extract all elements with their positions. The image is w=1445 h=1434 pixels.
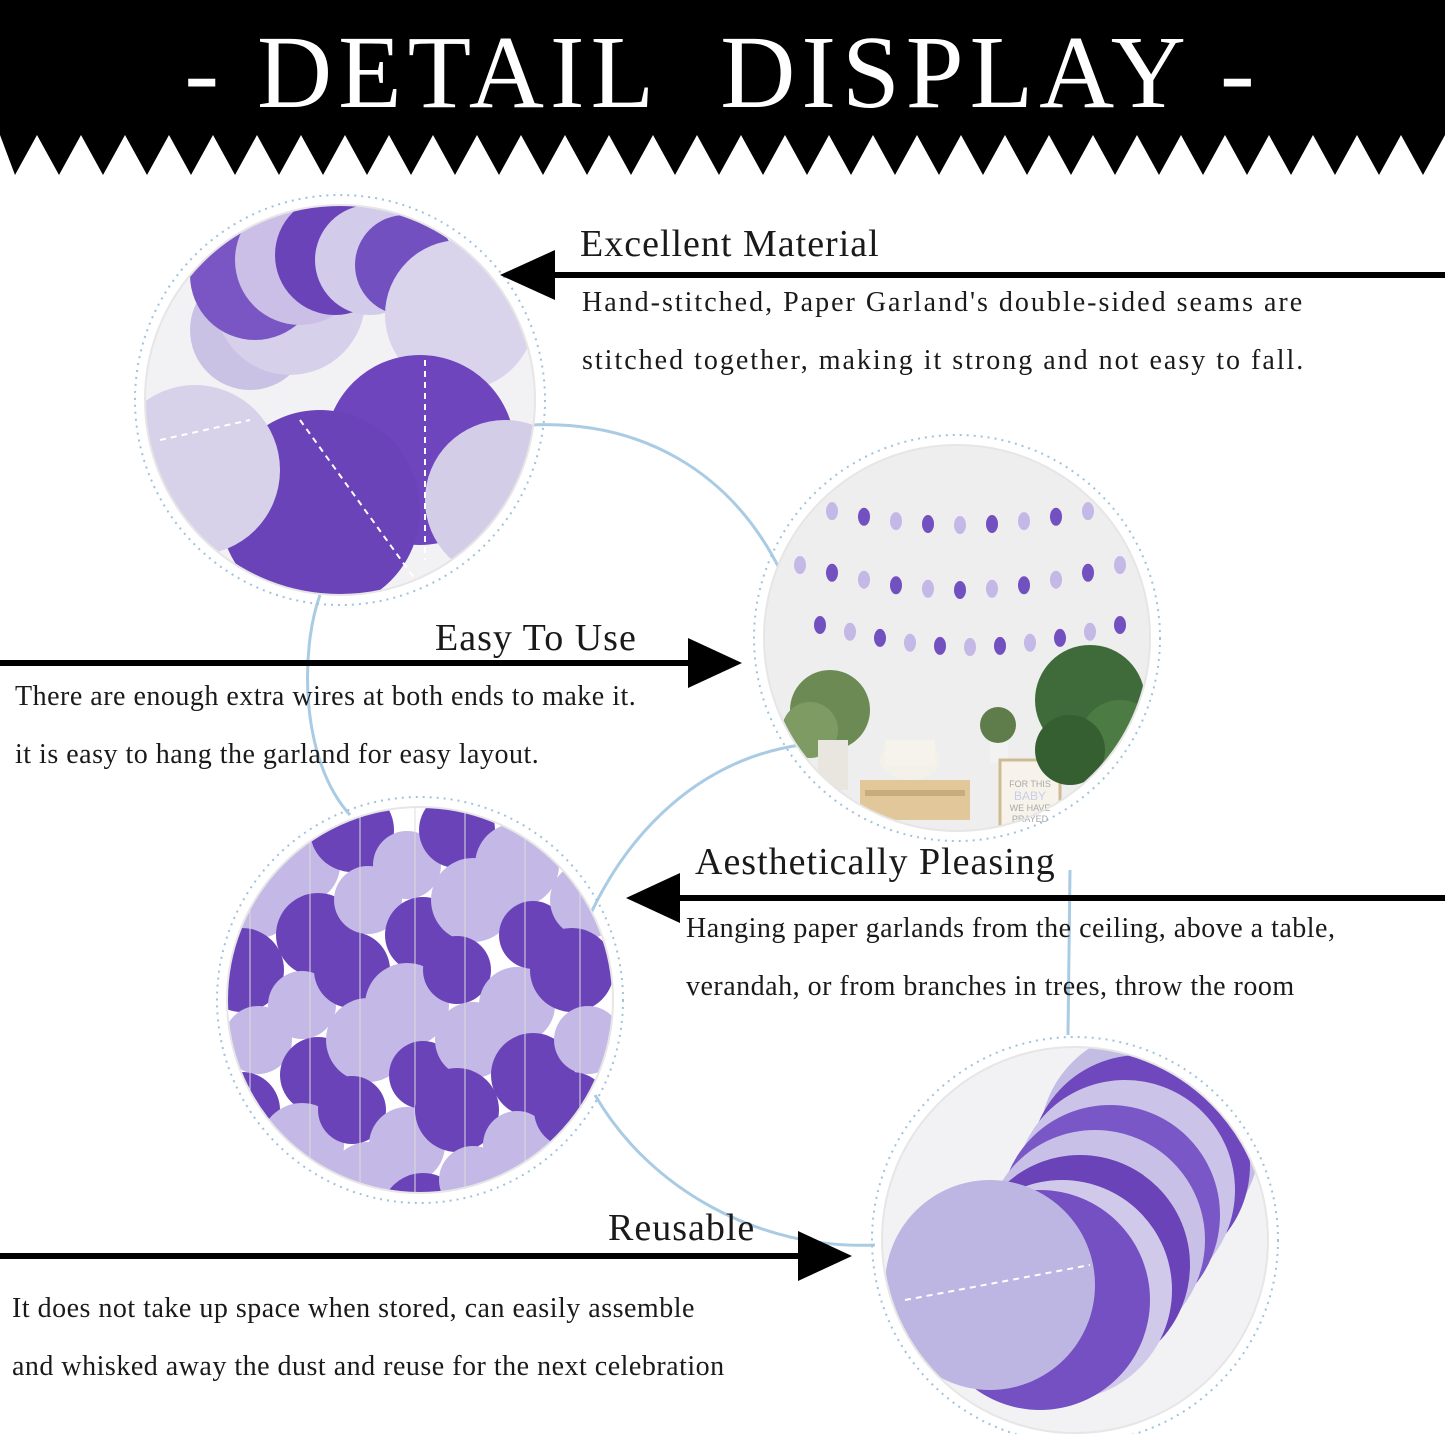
garland-dot [1114,556,1126,574]
garland-dot [994,636,1006,655]
sign-line-4: PRAYED [1012,814,1049,824]
feature-title-excellent-material: Excellent Material [580,223,880,265]
feature-title-easy-to-use: Easy To Use [435,617,637,659]
polka-dot [495,1177,571,1193]
garland-dot [1050,507,1062,526]
garland-dot [890,512,902,531]
sign-line-1: FOR THIS [1009,779,1051,789]
photo-stitched-circles [134,194,546,606]
garland-dot [1082,502,1094,521]
polka-dot [227,1072,280,1148]
arrow-right-icon [798,1231,852,1281]
garland-dot [964,638,976,656]
garland-dot [1084,622,1096,641]
polka-dot [227,1138,300,1193]
polka-dot [530,928,613,1012]
feature-title-aesthetically-pleasing: Aesthetically Pleasing [695,841,1056,883]
polka-dot [318,1076,386,1144]
arrow-aesthetically-pleasing [626,873,1445,923]
garland-dot [904,633,916,652]
polka-dot [227,928,284,1012]
feature-desc-aesthetically-pleasing: Hanging paper garlands from the ceiling,… [686,900,1336,1016]
garland-dot [826,502,838,521]
garland-dot [794,556,806,574]
desc-line: Hand-stitched, Paper Garland's double-si… [582,287,1305,318]
sign-line-2: BABY [1014,789,1046,803]
desc-line: and whisked away the dust and reuse for … [12,1351,725,1382]
garland-dot [1114,496,1126,514]
polka-dot [534,1072,610,1148]
photo-polka-garlands [216,796,624,1204]
garland-dot [858,507,870,526]
feature-desc-excellent-material: Hand-stitched, Paper Garland's double-si… [582,274,1305,390]
feature-title-reusable: Reusable [608,1207,756,1249]
zigzag-banner-background [0,0,1445,175]
garland-dot [826,563,838,582]
polka-dot [284,1181,352,1193]
feature-desc-easy-to-use: There are enough extra wires at both end… [15,668,636,784]
polka-dot [475,823,559,907]
garland-dot [1018,512,1030,531]
garland-dot [858,570,870,589]
garland-dot [1082,563,1094,582]
polka-dot [423,936,491,1004]
garland-dot [794,496,806,514]
garland-dot [1024,633,1036,652]
arrow-excellent-material [500,250,1445,300]
garland-dot [986,579,998,598]
garland-dot [922,579,934,598]
arrow-easy-to-use [0,638,742,688]
polka-dot [550,862,613,938]
garland-dot [874,628,886,647]
garland-dot [1018,576,1030,595]
arrow-left-icon [500,250,555,300]
header-banner: - DETAIL DISPLAY - [0,0,1445,180]
garland-dot [986,515,998,534]
desc-line: Hanging paper garlands from the ceiling,… [686,913,1336,944]
arrow-left-icon [626,873,680,923]
photo-garland-scene: FOR THIS BABY WE HAVE PRAYED [753,434,1161,842]
garland-dot [954,516,966,534]
feature-desc-reusable: It does not take up space when stored, c… [12,1280,725,1396]
polka-dot [415,1068,499,1152]
desc-line: stitched together, making it strong and … [582,345,1306,376]
arrow-reusable [0,1231,852,1281]
desc-line: There are enough extra wires at both end… [15,681,637,712]
desc-line: it is easy to hang the garland for easy … [15,739,540,770]
garland-dot [1114,616,1126,634]
arrow-right-icon [688,638,742,688]
polka-dot [227,807,276,864]
connector-lines [306,423,1072,1247]
desc-line: It does not take up space when stored, c… [12,1293,695,1324]
garland-dot [844,622,856,641]
garland-dot [1050,570,1062,589]
photo-stacked-circles [871,1036,1279,1434]
polka-dot [538,807,606,864]
sign-line-3: WE HAVE [1010,803,1051,813]
garland-dot [814,616,826,634]
garland-dot [934,636,946,655]
garland-dot [922,515,934,534]
desc-line: verandah, or from branches in trees, thr… [686,971,1295,1002]
page-title: - DETAIL DISPLAY - [184,15,1261,130]
garland-dot [954,581,966,599]
garland-dot [1054,628,1066,647]
garland-dot [890,576,902,595]
